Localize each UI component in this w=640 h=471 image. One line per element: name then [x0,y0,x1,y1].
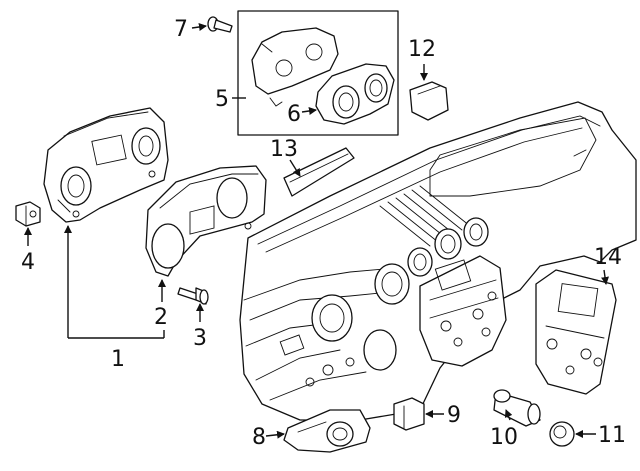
bezel-14 [535,269,617,395]
callout-2: 2 [154,305,168,330]
callout-14: 14 [594,245,622,270]
panel-13 [283,147,355,197]
callout-11: 11 [598,423,626,448]
callout-8: 8 [252,425,266,450]
instrument-cluster-2 [145,165,267,277]
instrument-cluster-1 [43,107,169,223]
clip-4 [15,201,41,227]
bolt-7 [207,16,233,33]
switch-9 [393,397,425,431]
callout-12: 12 [408,37,436,62]
callout-1: 1 [111,347,125,372]
callout-10: 10 [490,425,518,450]
switch-8 [283,409,371,453]
callout-9: 9 [447,403,461,428]
screw-3 [177,287,209,305]
callout-3: 3 [193,326,207,351]
switch-12 [409,81,449,121]
callout-6: 6 [287,102,301,127]
instrument-panel [239,101,637,421]
knob-11 [549,421,575,447]
callout-7: 7 [174,17,188,42]
socket-10 [493,389,541,427]
callout-5: 5 [215,87,229,112]
climate-control-6 [315,63,395,125]
callout-4: 4 [21,250,35,275]
leader-lines [24,23,609,439]
callout-13: 13 [270,137,298,162]
